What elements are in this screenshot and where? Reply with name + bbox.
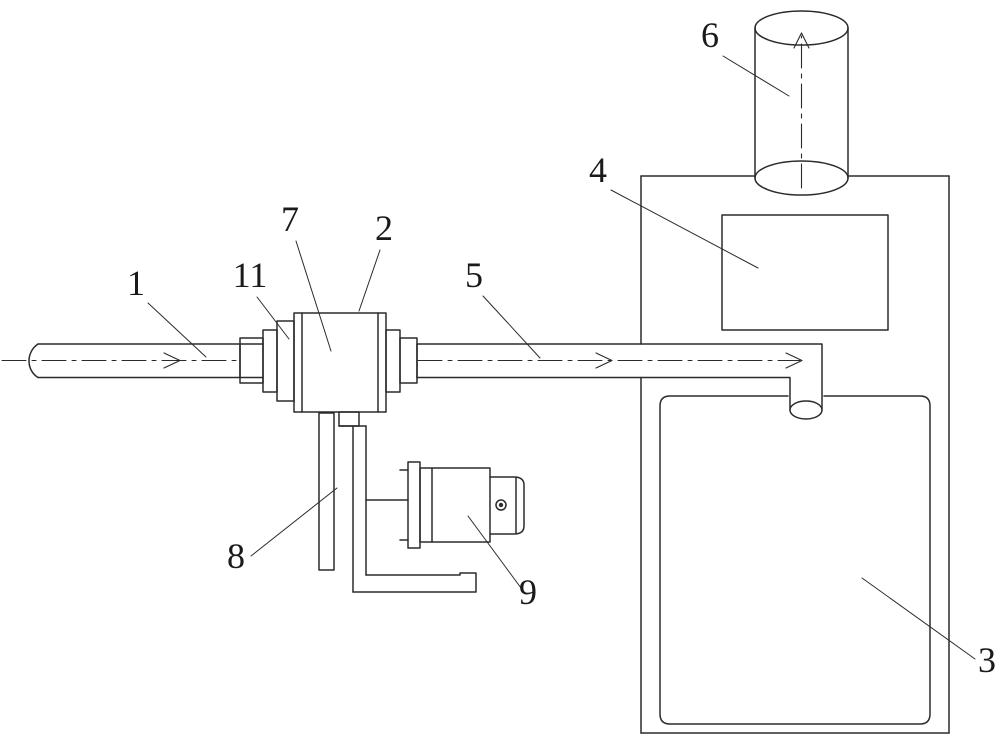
outlet-pipe-top (416, 343, 823, 411)
left-flange-plate-inner (276, 320, 295, 402)
leader-lines (147, 55, 976, 660)
part-label-6: 6 (701, 15, 719, 55)
leader-line-7 (295, 240, 332, 352)
end-cap-screw-dot (498, 502, 504, 508)
drawing-lines (1, 10, 976, 734)
part-labels: 1 11 7 2 5 4 6 8 9 3 (127, 15, 996, 680)
valve-stem (338, 411, 360, 427)
part-label-7: 7 (281, 199, 299, 239)
motor-end-cap (489, 476, 525, 535)
pipe-outlet-opening (789, 400, 823, 420)
exhaust-cylinder (754, 10, 849, 196)
leader-line-3 (861, 577, 976, 660)
leader-line-2 (358, 249, 381, 312)
outer-enclosure (640, 175, 950, 734)
valve-body-outline (293, 312, 387, 413)
part-label-8: 8 (227, 536, 245, 576)
outlet-pipe-bottom (416, 376, 791, 411)
part-label-1: 1 (127, 263, 145, 303)
collection-chamber (659, 395, 931, 725)
cylinder-bottom-ellipse (754, 160, 849, 196)
flow-centerlines (1, 32, 810, 369)
coupling-flanges (239, 320, 418, 402)
leader-line-5 (482, 295, 541, 359)
leader-line-11 (256, 296, 290, 340)
part-label-2: 2 (375, 208, 393, 248)
right-collar (399, 337, 418, 384)
leader-line-9 (467, 515, 522, 589)
right-flange-plate (385, 329, 401, 393)
part-label-3: 3 (978, 640, 996, 680)
motor-flange (407, 461, 421, 549)
exhaust-arrow-up (793, 32, 810, 49)
part-label-9: 9 (519, 572, 537, 612)
part-label-4: 4 (589, 150, 607, 190)
leader-line-8 (250, 487, 338, 557)
flow-arrow-middle (595, 352, 613, 369)
left-flange-plate-outer (262, 329, 278, 393)
mounting-bracket (318, 411, 477, 593)
motor-actuator (365, 461, 525, 549)
leader-line-1 (147, 302, 207, 358)
flow-arrow-left (163, 352, 181, 369)
pipe-break-curve (28, 343, 39, 379)
bracket-foot (352, 572, 477, 593)
leader-line-6 (722, 55, 790, 97)
flow-arrow-right (785, 352, 803, 369)
valve-body (293, 312, 387, 413)
leader-line-4 (610, 189, 759, 269)
motor-body (419, 467, 491, 543)
outlet-pipe (416, 343, 823, 420)
upper-inner-box (721, 214, 889, 331)
end-cap-screw (495, 499, 507, 511)
part-label-5: 5 (465, 255, 483, 295)
bracket-plate (318, 412, 335, 571)
part-label-11: 11 (233, 255, 268, 295)
cylinder-top-ellipse (754, 10, 849, 46)
